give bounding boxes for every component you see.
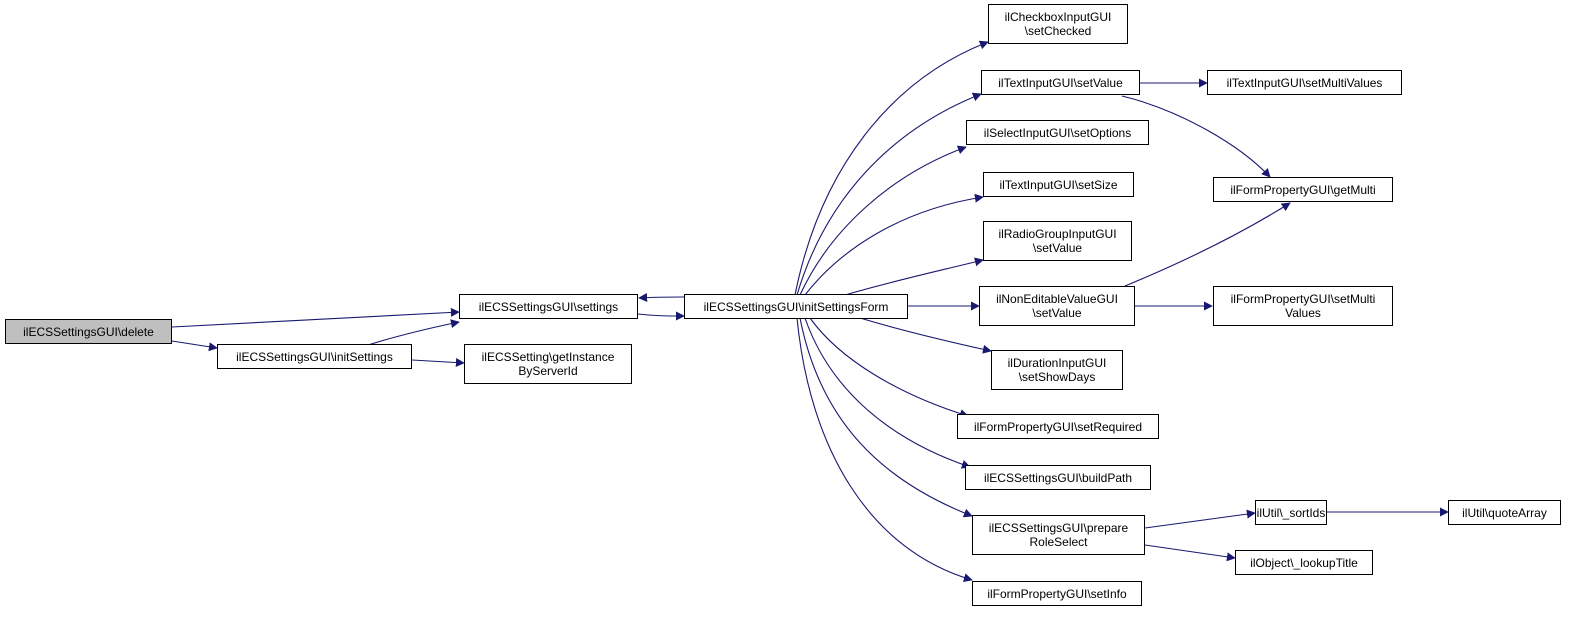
node-noneditable-setvalue[interactable]: ilNonEditableValueGUI \setValue	[979, 286, 1135, 326]
edge-form-textsetvalue	[796, 92, 982, 296]
node-preparerolesselect[interactable]: ilECSSettingsGUI\prepare RoleSelect	[972, 515, 1145, 555]
node-settings[interactable]: ilECSSettingsGUI\settings	[459, 294, 638, 319]
edge-initsettings-getinstance	[411, 358, 465, 368]
node-setrequired[interactable]: ilFormPropertyGUI\setRequired	[957, 414, 1159, 439]
edge-form-setsize	[804, 193, 984, 296]
edge-delete-settings	[171, 307, 460, 328]
node-getmulti[interactable]: ilFormPropertyGUI\getMulti	[1213, 177, 1393, 202]
node-label: ilFormPropertyGUI\setInfo	[987, 586, 1127, 601]
node-label-line2: ByServerId	[518, 364, 578, 378]
edge-preparerole-lookuptitle	[1144, 544, 1236, 562]
node-setmultivalues-form[interactable]: ilFormPropertyGUI\setMulti Values	[1213, 286, 1393, 326]
node-label: ilTextInputGUI\setSize	[999, 177, 1118, 192]
node-buildpath[interactable]: ilECSSettingsGUI\buildPath	[965, 465, 1151, 490]
node-initsettings[interactable]: ilECSSettingsGUI\initSettings	[217, 344, 412, 369]
edge-form-setoptions	[799, 145, 967, 296]
node-textinput-setvalue[interactable]: ilTextInputGUI\setValue	[981, 70, 1140, 95]
node-lookuptitle[interactable]: ilObject\_lookupTitle	[1235, 550, 1373, 575]
node-label-line2: RoleSelect	[1029, 535, 1088, 549]
node-setinfo[interactable]: ilFormPropertyGUI\setInfo	[972, 581, 1142, 606]
node-label: ilUtil\quoteArray	[1462, 505, 1547, 520]
node-sortids[interactable]: ilUtil\_sortIds	[1255, 500, 1327, 525]
node-label-line1: ilFormPropertyGUI\setMulti	[1230, 292, 1376, 306]
node-label-line1: ilECSSettingsGUI\prepare	[988, 521, 1129, 535]
edge-form-setshowdays	[859, 317, 992, 354]
edge-form-preparerole	[799, 317, 973, 518]
edge-initsettingsform-settings	[638, 293, 685, 302]
node-label-line1: ilNonEditableValueGUI	[996, 292, 1118, 306]
edge-form-buildpath	[804, 317, 971, 469]
node-setoptions[interactable]: ilSelectInputGUI\setOptions	[966, 120, 1149, 145]
edge-settings-initsettingsform	[637, 311, 685, 321]
node-label: ilFormPropertyGUI\getMulti	[1230, 182, 1376, 197]
edge-initsettings-settings	[367, 319, 460, 346]
node-initsettingsform[interactable]: ilECSSettingsGUI\initSettingsForm	[684, 294, 908, 319]
node-label: ilUtil\_sortIds	[1256, 505, 1326, 520]
node-label-line1: ilRadioGroupInputGUI	[998, 227, 1117, 241]
node-label: ilTextInputGUI\setMultiValues	[1226, 75, 1383, 90]
node-label: ilTextInputGUI\setValue	[998, 75, 1123, 90]
node-delete: ilECSSettingsGUI\delete	[5, 319, 172, 344]
edge-form-setchecked	[794, 40, 989, 296]
node-setsize[interactable]: ilTextInputGUI\setSize	[983, 172, 1134, 197]
node-label-line1: ilCheckboxInputGUI	[1004, 10, 1112, 24]
edge-form-radiosetvalue	[844, 257, 984, 296]
edge-form-setinfo	[796, 317, 973, 583]
edge-delete-initsettings	[171, 340, 218, 352]
node-setshowdays[interactable]: ilDurationInputGUI \setShowDays	[991, 350, 1123, 390]
node-getinstancebyserverid[interactable]: ilECSSetting\getInstance ByServerId	[464, 344, 632, 384]
node-label-line2: Values	[1285, 306, 1321, 320]
edge-textsetvalue-getmulti	[1121, 95, 1271, 178]
node-label: ilSelectInputGUI\setOptions	[983, 125, 1132, 140]
node-label-line2: \setValue	[1032, 241, 1083, 255]
node-label: ilECSSettingsGUI\settings	[478, 299, 619, 314]
node-label: ilObject\_lookupTitle	[1250, 555, 1358, 570]
node-label: ilECSSettingsGUI\initSettingsForm	[703, 299, 889, 314]
edge-form-setrequired	[809, 317, 969, 418]
node-label: ilECSSettingsGUI\buildPath	[983, 470, 1133, 485]
node-label: ilFormPropertyGUI\setRequired	[973, 419, 1143, 434]
edge-preparerole-sortids	[1144, 509, 1256, 529]
node-label: ilECSSettingsGUI\initSettings	[236, 349, 393, 364]
node-radiogroup-setvalue[interactable]: ilRadioGroupInputGUI \setValue	[983, 221, 1132, 261]
node-quotearray[interactable]: ilUtil\quoteArray	[1448, 500, 1561, 525]
node-setchecked[interactable]: ilCheckboxInputGUI \setChecked	[988, 4, 1128, 44]
node-label-line1: ilDurationInputGUI	[1007, 356, 1107, 370]
edge-noneditsetvalue-getmulti	[1124, 202, 1291, 287]
node-label-line2: \setChecked	[1024, 24, 1092, 38]
node-label: ilECSSettingsGUI\delete	[23, 324, 154, 339]
node-setmultivalues[interactable]: ilTextInputGUI\setMultiValues	[1207, 70, 1402, 95]
node-label-line2: \setValue	[1032, 306, 1082, 320]
node-label-line2: \setShowDays	[1018, 370, 1096, 384]
node-label-line1: ilECSSetting\getInstance	[481, 350, 615, 364]
